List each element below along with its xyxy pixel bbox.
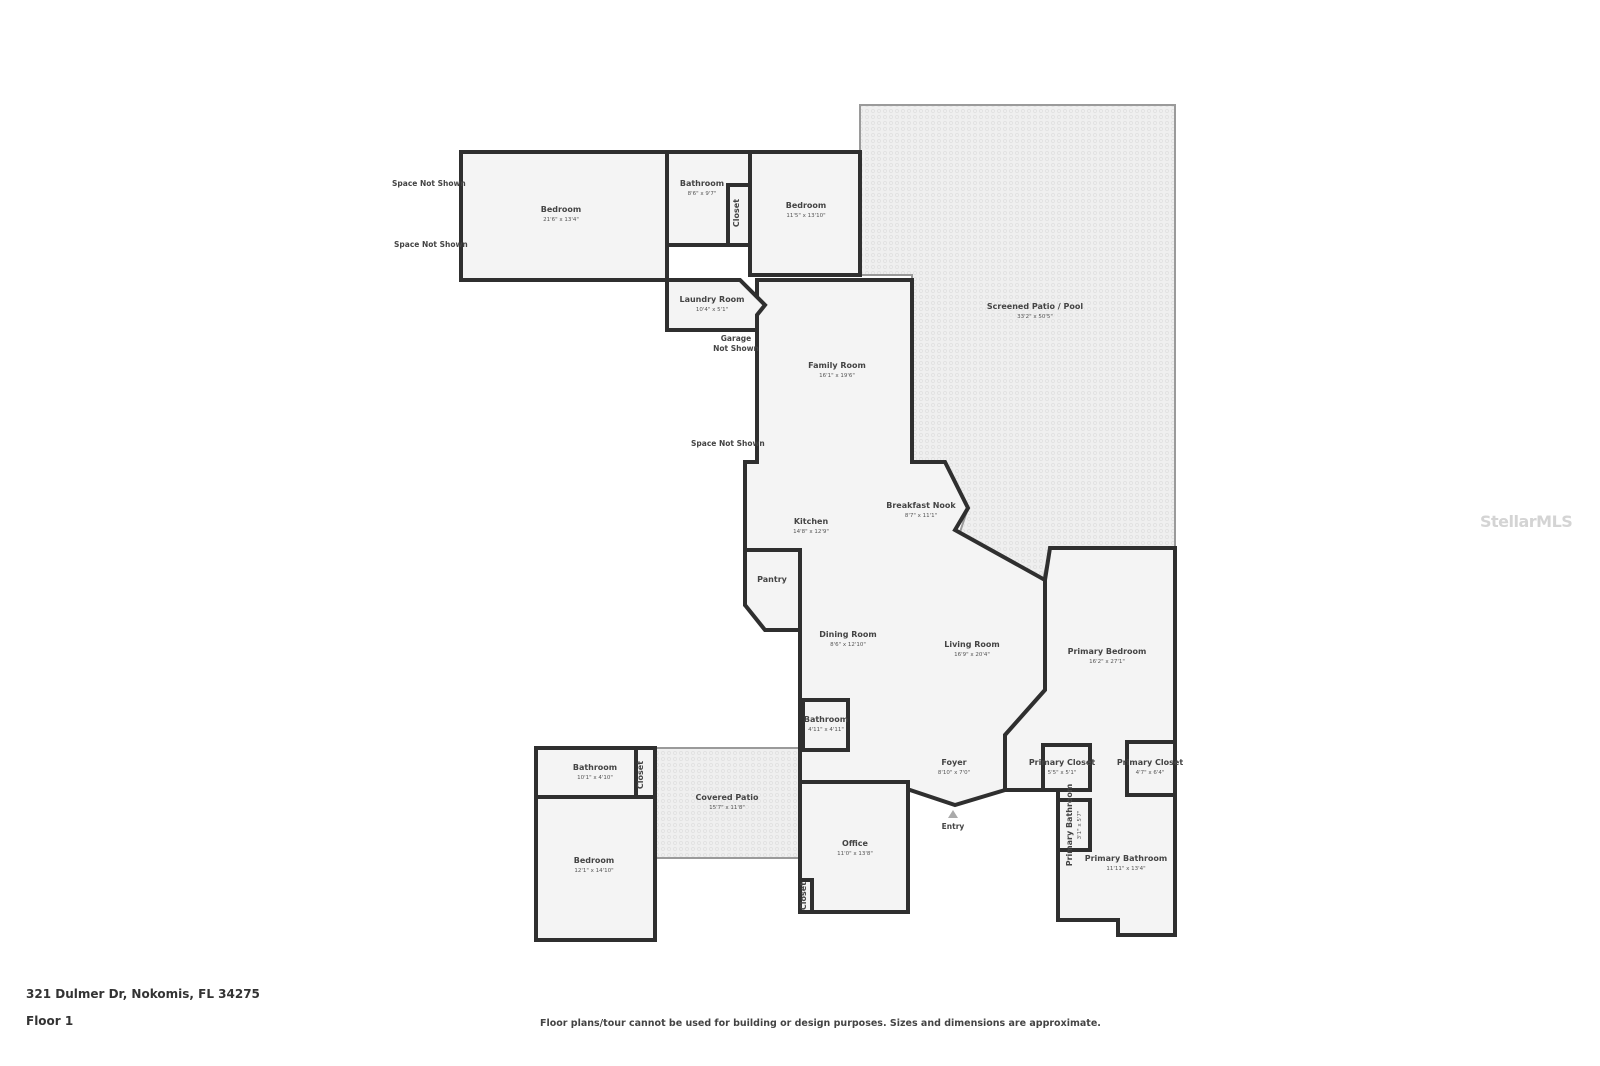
- room-label-bathroom-guest: Bathroom 10'1" x 4'10": [573, 763, 617, 781]
- room-dimensions: 21'6" x 13'4": [543, 217, 579, 223]
- room-dimensions: 11'0" x 13'8": [837, 851, 873, 857]
- room-label-living-room: Living Room 16'9" x 20'4": [944, 640, 1000, 658]
- room-label-foyer: Foyer 8'10" x 7'0": [938, 758, 970, 776]
- room-dimensions: 16'2" x 27'1": [1089, 659, 1125, 665]
- room-dimensions: 8'6" x 12'10": [830, 642, 866, 648]
- room-name: Primary Closet: [1029, 758, 1096, 767]
- room-label-breakfast-nook: Breakfast Nook 8'7" x 11'1": [886, 501, 956, 519]
- room-primary-bathroom-small: [1056, 798, 1092, 852]
- room-label-covered-patio: Covered Patio 15'7" x 11'8": [696, 793, 760, 811]
- room-dimensions: 33'2" x 50'5": [1017, 314, 1053, 320]
- room-name: Kitchen: [794, 517, 829, 526]
- room-dimensions: 4'11" x 4'11": [808, 727, 844, 733]
- garage-note: Not Shown: [713, 344, 759, 353]
- room-primary-bedroom: [1003, 546, 1177, 937]
- room-primary-closet-2: [1125, 740, 1177, 797]
- room-label-bedroom-north: Bedroom 11'5" x 13'10": [786, 201, 827, 219]
- room-label-primary-closet-1: Primary Closet 5'5" x 5'1": [1029, 758, 1096, 776]
- room-dimensions: 11'11" x 13'4": [1106, 866, 1145, 872]
- room-laundry: [665, 278, 768, 332]
- room-dimensions: 10'1" x 4'10": [577, 775, 613, 781]
- room-label-closet-guest: Closet: [636, 761, 645, 789]
- room-name: Laundry Room: [679, 295, 744, 304]
- entry-arrow-icon: [948, 810, 958, 818]
- room-name: Foyer: [941, 758, 966, 767]
- room-label-primary-closet-2: Primary Closet 4'7" x 6'4": [1117, 758, 1184, 776]
- watermark: StellarMLS: [1480, 512, 1573, 531]
- room-label-office-closet: Closet: [799, 882, 808, 910]
- room-bathroom-half: [801, 698, 850, 752]
- garage-note: Garage: [721, 334, 751, 343]
- room-label-bedroom-west: Bedroom 21'6" x 13'4": [541, 205, 582, 223]
- room-name: Closet: [799, 882, 808, 910]
- room-label-office: Office 11'0" x 13'8": [837, 839, 873, 857]
- room-label-laundry: Laundry Room 10'4" x 5'1": [679, 295, 744, 313]
- room-dimensions: 3'1" x 5'7": [1077, 811, 1083, 840]
- room-name: Family Room: [808, 361, 866, 370]
- room-dimensions: 8'7" x 11'1": [905, 513, 937, 519]
- room-dimensions: 16'1" x 19'6": [819, 373, 855, 379]
- room-label-family-room: Family Room 16'1" x 19'6": [808, 361, 866, 379]
- room-dimensions: 11'5" x 13'10": [786, 213, 825, 219]
- room-bedroom-west: [459, 150, 669, 282]
- room-dimensions: 4'7" x 6'4": [1136, 770, 1165, 776]
- floor-label: Floor 1: [26, 1014, 74, 1028]
- room-bedroom-guest: [534, 795, 657, 942]
- room-name: Dining Room: [819, 630, 877, 639]
- room-name: Screened Patio / Pool: [987, 302, 1083, 311]
- room-name: Primary Bedroom: [1068, 647, 1147, 656]
- room-name: Primary Bathroom: [1065, 784, 1074, 867]
- space-not-shown-note: Space Not Shown: [394, 240, 468, 249]
- room-primary-closet-1: [1041, 743, 1092, 792]
- room-office-closet: [798, 878, 814, 914]
- disclaimer: Floor plans/tour cannot be used for buil…: [540, 1018, 1101, 1029]
- room-dimensions: 5'5" x 5'1": [1048, 770, 1077, 776]
- room-name: Breakfast Nook: [886, 501, 956, 510]
- room-label-pantry: Pantry: [757, 575, 788, 584]
- room-dimensions: 12'1" x 14'10": [574, 868, 613, 874]
- space-not-shown-note: Space Not Shown: [392, 179, 466, 188]
- room-dimensions: 8'6" x 9'7": [688, 191, 717, 197]
- room-label-bathroom-half: Bathroom 4'11" x 4'11": [804, 715, 848, 733]
- room-dimensions: 10'4" x 5'1": [696, 307, 728, 313]
- room-name: Bedroom: [541, 205, 582, 214]
- room-pantry: [743, 548, 802, 632]
- room-dimensions: 15'7" x 11'8": [709, 805, 745, 811]
- room-label-bedroom-guest: Bedroom 12'1" x 14'10": [574, 856, 615, 874]
- room-name: Primary Closet: [1117, 758, 1184, 767]
- entry-label: Entry: [942, 822, 965, 831]
- room-label-bathroom-north: Bathroom 8'6" x 9'7": [680, 179, 724, 197]
- room-label-screened-patio: Screened Patio / Pool 33'2" x 50'5": [987, 302, 1083, 320]
- room-dimensions: 14'8" x 12'9": [793, 529, 829, 535]
- room-name: Living Room: [944, 640, 1000, 649]
- room-label-primary-bathroom: Primary Bathroom 11'11" x 13'4": [1085, 854, 1168, 872]
- room-name: Bathroom: [573, 763, 617, 772]
- room-name: Bathroom: [804, 715, 848, 724]
- room-bedroom-north: [748, 150, 862, 277]
- room-dimensions: 16'9" x 20'4": [954, 652, 990, 658]
- room-name: Bathroom: [680, 179, 724, 188]
- room-covered-patio: [654, 747, 801, 859]
- room-name: Bedroom: [574, 856, 615, 865]
- room-name: Closet: [732, 199, 741, 227]
- room-name: Office: [842, 839, 868, 848]
- room-label-primary-bedroom: Primary Bedroom 16'2" x 27'1": [1068, 647, 1147, 665]
- space-not-shown-note: Space Not Shown: [691, 439, 765, 448]
- room-name: Primary Bathroom: [1085, 854, 1168, 863]
- room-name: Pantry: [757, 575, 788, 584]
- room-name: Bedroom: [786, 201, 827, 210]
- room-name: Covered Patio: [696, 793, 760, 802]
- room-label-closet-north: Closet: [732, 199, 741, 227]
- room-dimensions: 8'10" x 7'0": [938, 770, 970, 776]
- room-label-dining-room: Dining Room 8'6" x 12'10": [819, 630, 877, 648]
- address: 321 Dulmer Dr, Nokomis, FL 34275: [26, 987, 260, 1001]
- room-office: [798, 780, 910, 914]
- room-name: Closet: [636, 761, 645, 789]
- room-label-kitchen: Kitchen 14'8" x 12'9": [793, 517, 829, 535]
